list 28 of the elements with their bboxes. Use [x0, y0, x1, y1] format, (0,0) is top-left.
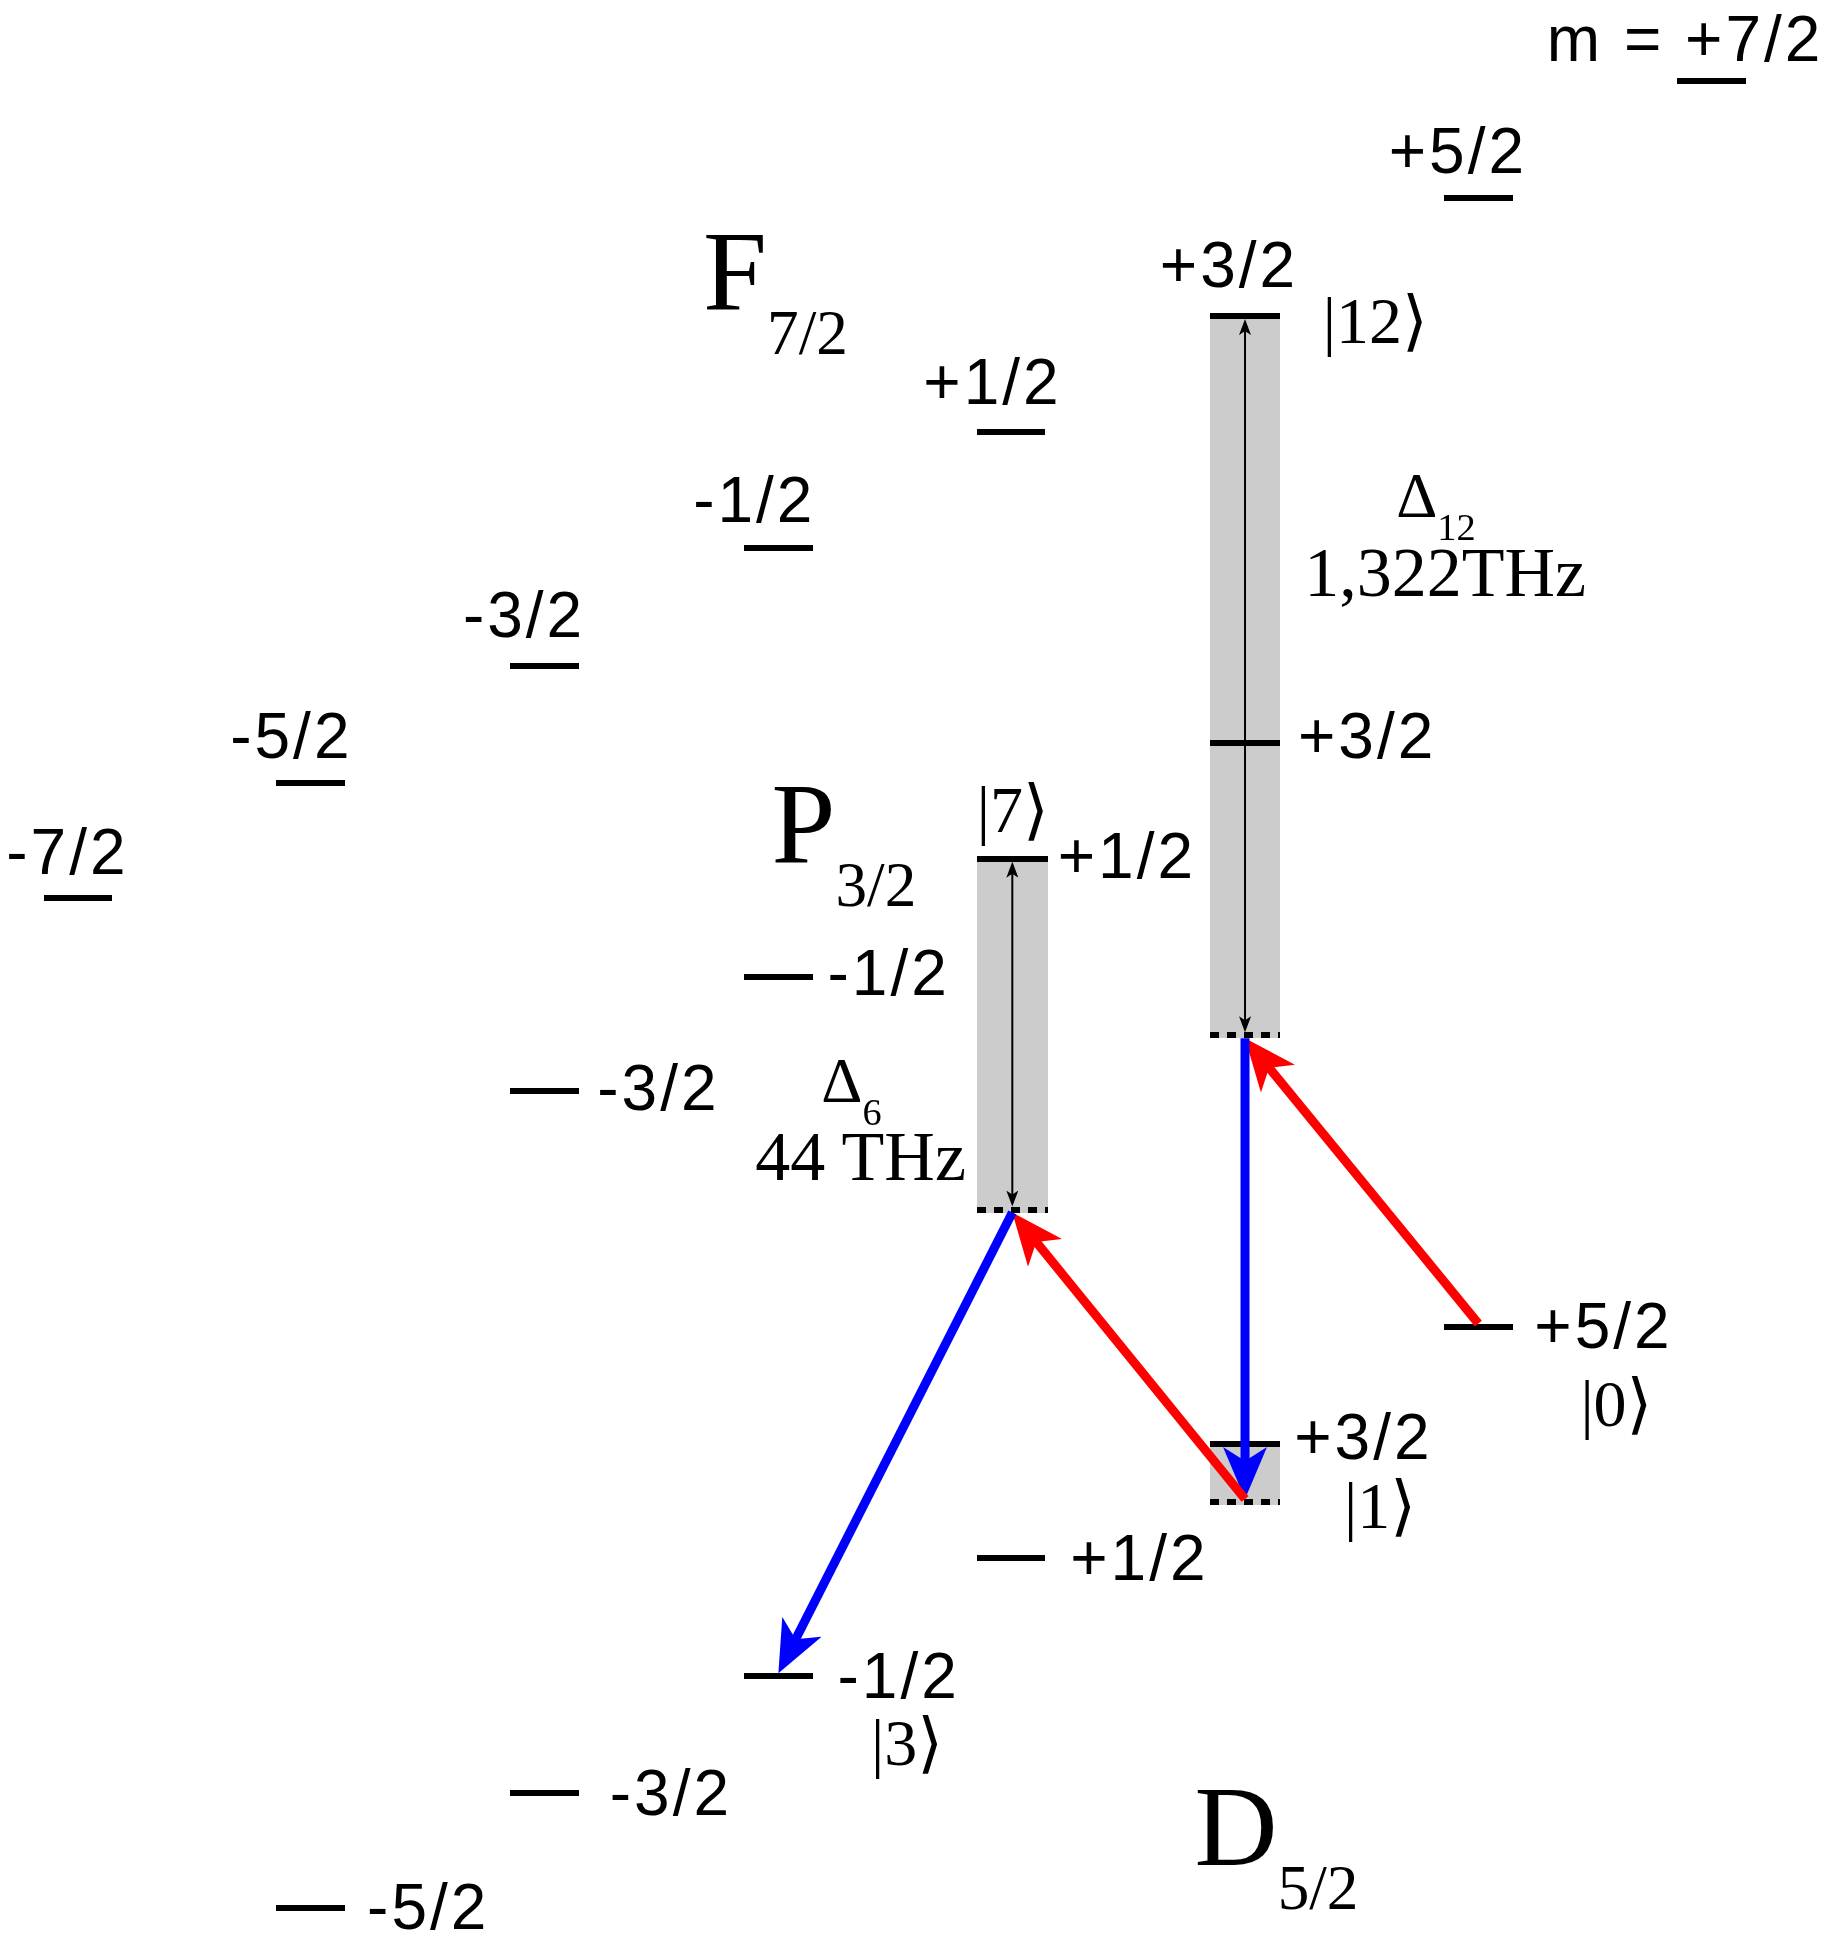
term-symbol-label: P$_{3/2}$	[771, 759, 917, 923]
quantum-number-label: -7/2	[6, 815, 129, 890]
quantum-number-label: +3/2	[1159, 228, 1299, 303]
state-ket-label: |0⟩	[1580, 1366, 1653, 1442]
transition-arrow	[1012, 1212, 1249, 1502]
state-ket-label: |12⟩	[1322, 283, 1428, 360]
quantum-number-label: +1/2	[923, 345, 1062, 420]
quantum-number-label: -3/2	[609, 1756, 733, 1831]
state-ket-label: |7⟩	[976, 772, 1049, 849]
quantum-number-label: +3/2	[1297, 700, 1437, 774]
quantum-number-label: +5/2	[1534, 1290, 1673, 1364]
quantum-number-label: -3/2	[597, 1052, 720, 1126]
quantum-number-label: m = +7/2	[1546, 3, 1824, 77]
transition-arrow	[778, 1210, 1017, 1674]
quantum-number-label: +1/2	[1070, 1521, 1209, 1596]
term-symbol-label: F$_{7/2}$	[703, 206, 848, 370]
double-headed-arrow	[1006, 861, 1019, 1207]
term-symbol-label: D$_{5/2}$	[1194, 1762, 1359, 1926]
quantum-number-label: -5/2	[230, 700, 353, 774]
quantum-number-label: +5/2	[1388, 115, 1528, 189]
double-headed-arrow	[1239, 319, 1251, 1033]
shaded-band	[976, 855, 1048, 1213]
shaded-band	[1209, 313, 1281, 1039]
quantum-number-label: -5/2	[367, 1871, 490, 1945]
quantum-number-label: -3/2	[462, 579, 586, 654]
quantum-number-label: -1/2	[693, 463, 816, 538]
quantum-number-label: +1/2	[1057, 819, 1197, 894]
quantum-number-label: -1/2	[827, 936, 950, 1011]
